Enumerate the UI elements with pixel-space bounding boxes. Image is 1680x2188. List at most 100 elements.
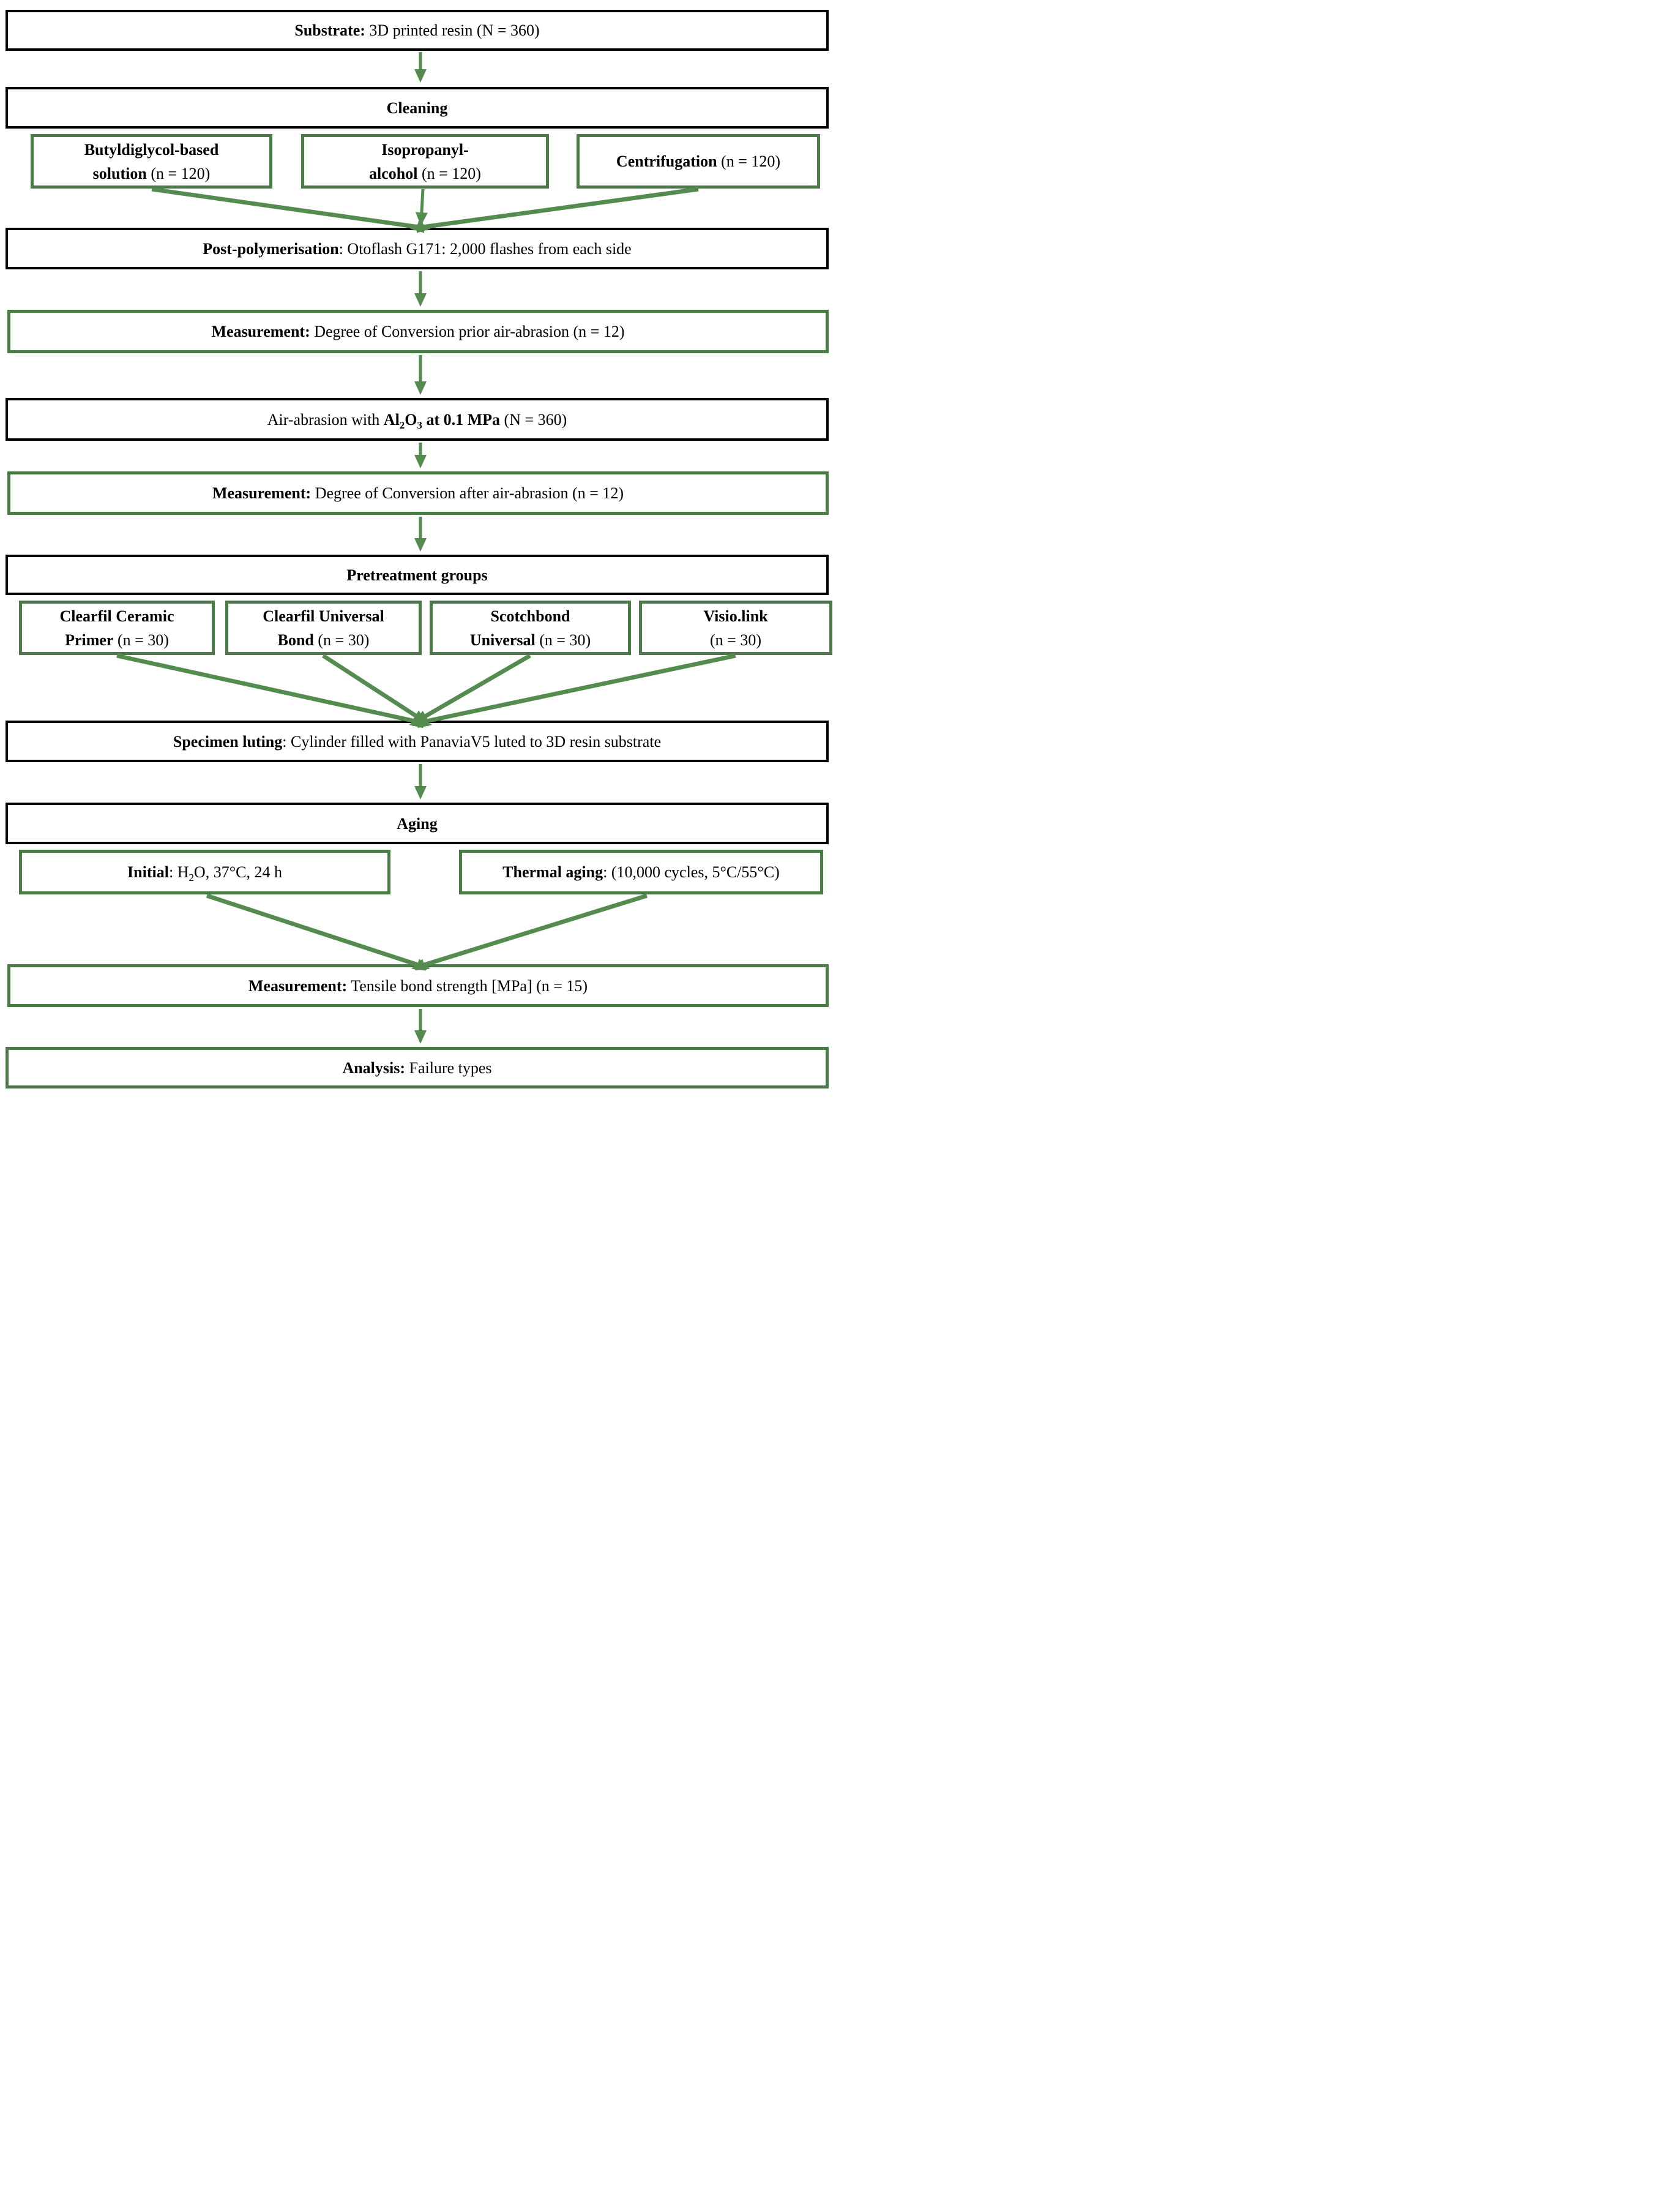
measurement-tensile-label: Measurement: [248,976,348,995]
cleaning-box: Cleaning [6,87,829,129]
butyldiglycol-line2: solution (n = 120) [93,162,211,185]
arrow-initial-to-measurement-tensile [206,893,430,971]
centrifugation-n: (n = 120) [717,152,781,170]
thermal-aging-value: : (10,000 cycles, 5°C/55°C) [603,863,780,881]
initial-aging-box: Initial: H2O, 37°C, 24 h [19,850,390,894]
su-name2: Universal [469,631,536,649]
analysis-label: Analysis: [342,1058,406,1077]
arrow-clearfil-universal-bond-to-specimen-luting [322,654,427,723]
air-abrasion-n: (N = 360) [500,410,567,429]
centrifugation-text: Centrifugation (n = 120) [616,149,780,173]
cub-line2: Bond (n = 30) [278,628,370,652]
substrate-text: Substrate: 3D printed resin (N = 360) [294,18,539,42]
isopropanol-box: Isopropanyl- alcohol (n = 120) [301,134,549,189]
specimen-luting-label: Specimen luting [173,732,283,751]
initial-value: O, 37°C, 24 h [193,863,282,881]
measurement-tensile-text: Measurement: Tensile bond strength [MPa]… [248,974,588,998]
butyldiglycol-name: Butyldiglycol-based [84,140,219,159]
measurement-prior-text: Measurement: Degree of Conversion prior … [211,320,624,343]
vl-n: (n = 30) [710,631,761,649]
initial-text: Initial: H2O, 37°C, 24 h [127,860,282,884]
analysis-box: Analysis: Failure types [6,1047,829,1088]
cleaning-text: Cleaning [387,96,448,120]
cub-n: (n = 30) [313,631,370,649]
cleaning-title: Cleaning [386,99,448,117]
measurement-tensile-box: Measurement: Tensile bond strength [MPa]… [7,964,829,1007]
air-abrasion-al: Al [383,410,400,429]
substrate-label: Substrate: [294,21,365,39]
post-polymerisation-box: Post-polymerisation: Otoflash G171: 2,00… [6,228,829,269]
arrow-thermal-aging-to-measurement-tensile [411,893,648,971]
arrow-clearfil-ceramic-primer-to-specimen-luting [116,653,432,729]
vl-line1: Visio.link [703,604,767,628]
ccp-name: Clearfil Ceramic [59,607,174,625]
measurement-tensile-value: Tensile bond strength [MPa] (n = 15) [347,976,588,995]
aging-box: Aging [6,803,829,844]
measurement-after-text: Measurement: Degree of Conversion after … [212,481,624,505]
air-abrasion-sub2: 2 [399,419,405,431]
pretreatment-box: Pretreatment groups [6,555,829,595]
thermal-aging-box: Thermal aging: (10,000 cycles, 5°C/55°C) [459,850,823,894]
pretreatment-text: Pretreatment groups [346,563,487,587]
specimen-luting-text: Specimen luting: Cylinder filled with Pa… [173,730,661,754]
arrow-butyldiglycol-to-postpolymerisation [151,187,431,233]
air-abrasion-o: O [405,410,417,429]
analysis-text: Analysis: Failure types [342,1056,491,1080]
measurement-prior-label: Measurement: [211,323,310,340]
measurement-after-box: Measurement: Degree of Conversion after … [7,471,829,515]
su-n: (n = 30) [535,631,591,649]
air-abrasion-formula: Al2O3 at 0.1 MPa [383,410,501,431]
study-flowchart: Substrate: 3D printed resin (N = 360) Cl… [0,0,840,1094]
substrate-value: 3D printed resin (N = 360) [365,21,540,39]
initial-mid: : H [168,863,189,881]
cub-name2: Bond [277,631,314,649]
post-polymerisation-value: : Otoflash G171: 2,000 flashes from each… [338,239,632,258]
pretreatment-title: Pretreatment groups [346,566,488,584]
butyldiglycol-name2: solution [92,164,147,182]
ccp-line1: Clearfil Ceramic [60,604,174,628]
su-name: Scotchbond [490,607,570,625]
measurement-prior-value: Degree of Conversion prior air-abrasion … [310,323,625,340]
centrifugation-box: Centrifugation (n = 120) [577,134,820,189]
substrate-box: Substrate: 3D printed resin (N = 360) [6,10,829,51]
specimen-luting-value: : Cylinder filled with PanaviaV5 luted t… [282,732,662,751]
cub-line1: Clearfil Universal [263,604,384,628]
isopropanol-name: Isopropanyl- [381,140,469,159]
clearfil-universal-bond-box: Clearfil Universal Bond (n = 30) [225,601,422,655]
isopropanol-name2: alcohol [369,164,418,182]
scotchbond-universal-box: Scotchbond Universal (n = 30) [430,601,631,655]
analysis-value: Failure types [405,1058,492,1077]
cub-name: Clearfil Universal [263,607,384,625]
vl-name: Visio.link [703,607,768,625]
specimen-luting-box: Specimen luting: Cylinder filled with Pa… [6,721,829,762]
arrow-visiolink-to-specimen-luting [409,653,736,729]
air-abrasion-pressure: at 0.1 MPa [422,410,501,429]
su-line2: Universal (n = 30) [470,628,591,652]
post-polymerisation-label: Post-polymerisation [203,239,339,258]
isopropanol-n: (n = 120) [417,164,481,182]
su-line1: Scotchbond [490,604,570,628]
thermal-aging-text: Thermal aging: (10,000 cycles, 5°C/55°C) [502,860,780,884]
ccp-name2: Primer [65,631,114,649]
arrow-centrifugation-to-postpolymerisation [410,187,699,233]
measurement-after-value: Degree of Conversion after air-abrasion … [311,484,624,502]
air-abrasion-text: Air-abrasion with Al2O3 at 0.1 MPa (N = … [267,408,567,432]
visiolink-box: Visio.link (n = 30) [639,601,832,655]
aging-text: Aging [397,812,437,836]
measurement-prior-box: Measurement: Degree of Conversion prior … [7,310,829,353]
clearfil-ceramic-primer-box: Clearfil Ceramic Primer (n = 30) [19,601,215,655]
butyldiglycol-box: Butyldiglycol-based solution (n = 120) [31,134,272,189]
air-abrasion-box: Air-abrasion with Al2O3 at 0.1 MPa (N = … [6,398,829,441]
arrow-scotchbond-universal-to-specimen-luting [414,653,531,724]
centrifugation-name: Centrifugation [616,152,717,170]
air-abrasion-pre: Air-abrasion with [267,410,384,429]
butyldiglycol-n: (n = 120) [146,164,211,182]
measurement-after-label: Measurement: [212,484,312,502]
isopropanol-line1: Isopropanyl- [381,138,469,162]
thermal-aging-label: Thermal aging [502,863,603,881]
arrow-isopropanol-to-postpolymerisation [415,189,428,226]
isopropanol-line2: alcohol (n = 120) [369,162,481,185]
aging-title: Aging [397,814,438,833]
butyldiglycol-line1: Butyldiglycol-based [84,138,219,162]
initial-label: Initial [127,863,169,881]
